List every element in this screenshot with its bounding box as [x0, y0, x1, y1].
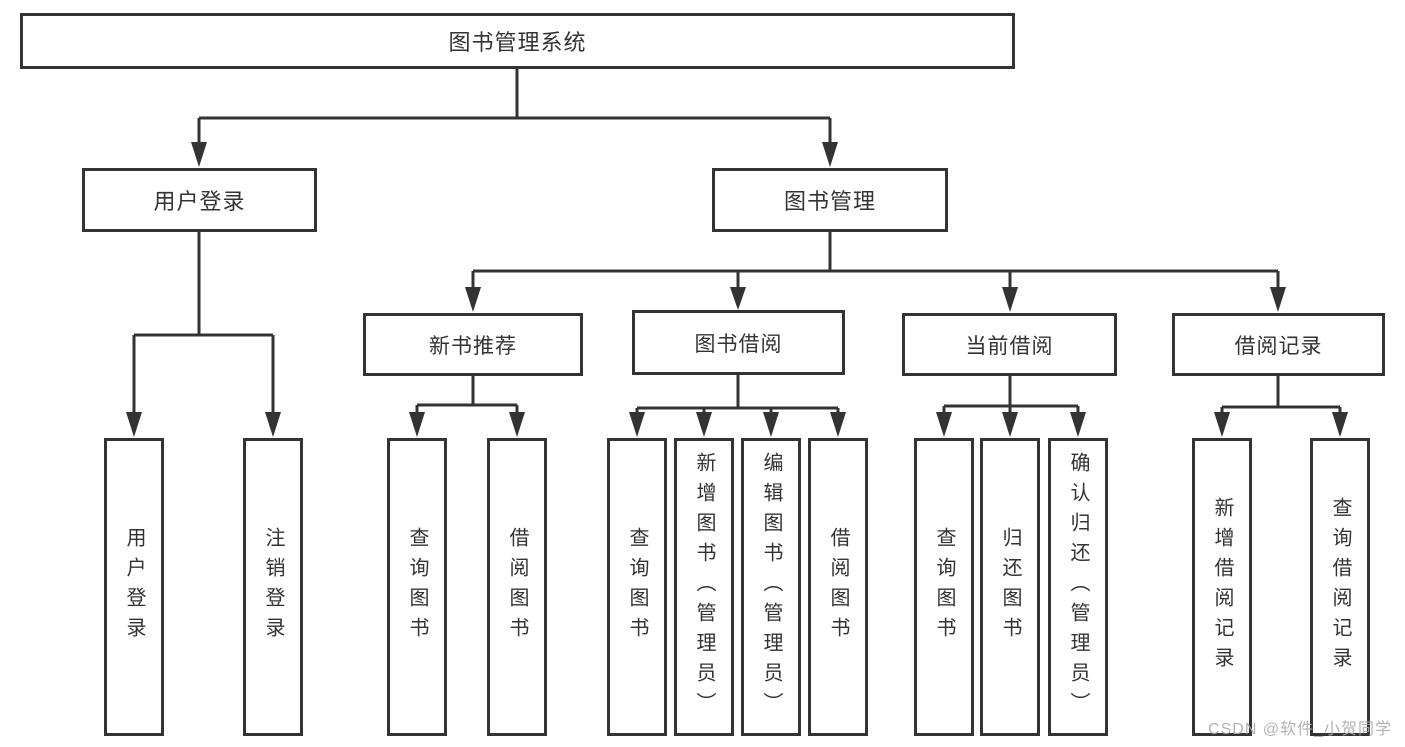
leaf-borrow-books-1-label: 借阅图书	[506, 527, 528, 647]
arrowheads	[126, 142, 1348, 437]
node-new-book-recommend: 新书推荐	[363, 313, 583, 376]
leaf-search-borrow-record-label: 查询借阅记录	[1329, 497, 1351, 677]
node-book-management: 图书管理	[712, 168, 948, 232]
node-new-book-recommend-label: 新书推荐	[429, 334, 517, 358]
node-current-borrowing-label: 当前借阅	[965, 334, 1054, 358]
node-borrowing-records: 借阅记录	[1172, 313, 1385, 376]
leaf-borrow-books-2: 借阅图书	[808, 438, 868, 736]
leaf-logout-label: 注销登录	[262, 527, 284, 647]
leaf-borrow-books-2-label: 借阅图书	[827, 527, 849, 647]
leaf-search-books-2: 查询图书	[607, 438, 667, 736]
node-user-login-label: 用户登录	[153, 189, 246, 214]
node-library-system: 图书管理系统	[20, 13, 1015, 69]
leaf-edit-books-admin-label: 编辑图书（管理员）	[760, 452, 782, 722]
leaf-user-login-label: 用户登录	[123, 527, 145, 647]
leaf-confirm-return-admin-label: 确认归还（管理员）	[1067, 452, 1089, 722]
leaf-return-books-label: 归还图书	[999, 527, 1021, 647]
leaf-logout: 注销登录	[243, 438, 303, 736]
node-book-borrowing-label: 图书借阅	[694, 332, 783, 356]
leaf-user-login: 用户登录	[104, 438, 164, 736]
node-book-management-label: 图书管理	[783, 189, 876, 214]
leaf-add-books-admin: 新增图书（管理员）	[674, 438, 734, 736]
leaf-search-borrow-record: 查询借阅记录	[1310, 438, 1370, 736]
node-user-login: 用户登录	[82, 168, 317, 232]
leaf-add-books-admin-label: 新增图书（管理员）	[693, 452, 715, 722]
leaf-add-borrow-record: 新增借阅记录	[1192, 438, 1252, 736]
leaf-borrow-books-1: 借阅图书	[487, 438, 547, 736]
leaf-search-books-2-label: 查询图书	[626, 527, 648, 647]
leaf-edit-books-admin: 编辑图书（管理员）	[741, 438, 801, 736]
watermark: CSDN @软件_小贺同学	[1208, 721, 1392, 738]
leaf-search-books-1: 查询图书	[387, 438, 447, 736]
leaf-search-books-1-label: 查询图书	[406, 527, 428, 647]
leaf-search-books-3: 查询图书	[914, 438, 974, 736]
node-current-borrowing: 当前借阅	[902, 313, 1117, 376]
leaf-add-borrow-record-label: 新增借阅记录	[1211, 497, 1233, 677]
leaf-confirm-return-admin: 确认归还（管理员）	[1048, 438, 1108, 736]
node-library-system-label: 图书管理系统	[448, 30, 587, 55]
leaf-return-books: 归还图书	[980, 438, 1040, 736]
node-borrowing-records-label: 借阅记录	[1234, 334, 1323, 358]
node-book-borrowing: 图书借阅	[632, 310, 845, 375]
leaf-search-books-3-label: 查询图书	[933, 527, 955, 647]
